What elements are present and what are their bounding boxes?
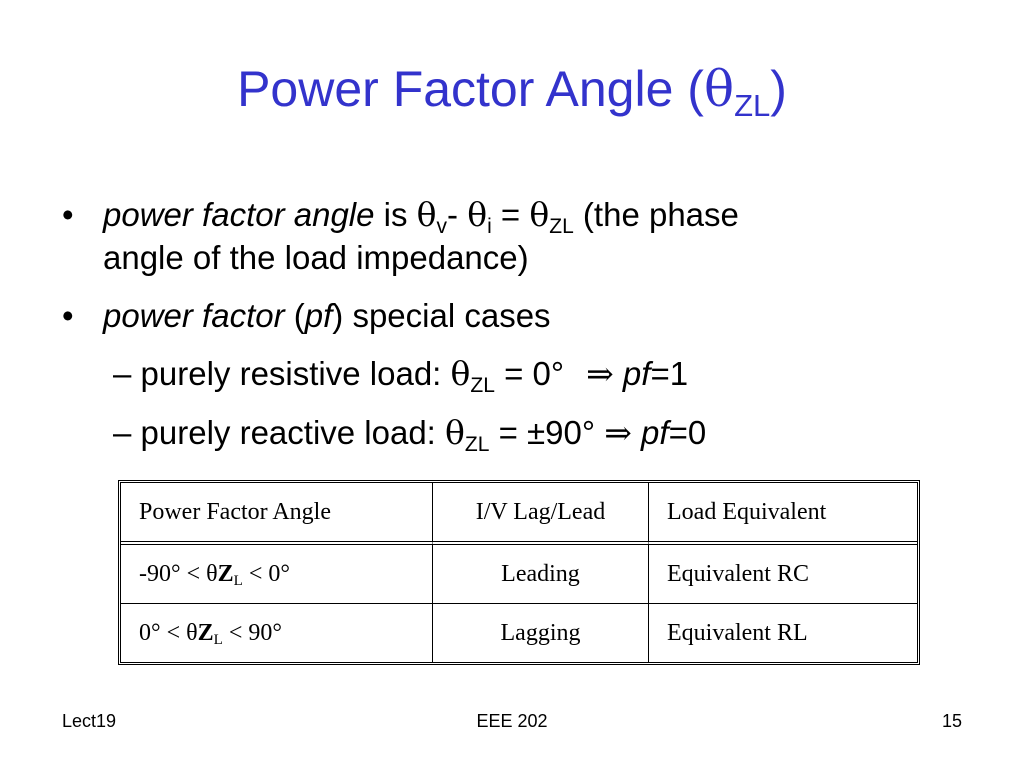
title-subscript: ZL xyxy=(734,88,771,123)
header-cell: I/V Lag/Lead xyxy=(433,483,649,545)
equivalent-cell: Equivalent RC xyxy=(649,545,917,604)
footer-left: Lect19 xyxy=(62,711,117,731)
laglead-cell: Leading xyxy=(433,545,649,604)
bullet-2-line: power factor (pf) special cases xyxy=(103,296,551,336)
text-is: is xyxy=(374,196,417,233)
angle-range-text: -90° < θ xyxy=(139,560,218,587)
minus-sign: - xyxy=(447,196,468,233)
angle-value: = 0° xyxy=(494,355,565,392)
bullet-2-tail: ) special cases xyxy=(332,297,551,334)
dash-icon: – xyxy=(113,414,132,451)
theta-symbol: θ xyxy=(703,60,735,118)
bullet-icon: • xyxy=(62,196,74,233)
subbullet-1-text: purely resistive load: xyxy=(140,355,451,392)
bullet-icon: • xyxy=(62,297,74,334)
subscript-v: v xyxy=(436,215,448,238)
slide-title: Power Factor Angle (θZL) xyxy=(0,58,1024,123)
header-cell: Load Equivalent xyxy=(649,483,917,545)
angle-range-text: < 90° xyxy=(222,619,282,646)
term-power-factor: power factor xyxy=(103,297,285,334)
subbullet-1: – purely resistive load: θZL = 0° ⇒ pf=1 xyxy=(113,354,689,397)
subscript-i: i xyxy=(487,215,492,238)
term-pf: pf xyxy=(304,297,333,334)
title-close-paren: ) xyxy=(770,61,787,117)
subbullet-2-text: purely reactive load: xyxy=(140,414,446,451)
subscript-zl: ZL xyxy=(549,215,574,238)
term-power-factor-angle: power factor angle xyxy=(103,196,375,233)
theta-i-symbol: θ xyxy=(467,195,488,234)
subscript-zl: ZL xyxy=(464,433,490,456)
open-paren: ( xyxy=(284,297,305,334)
implies-arrow-icon: ⇒ xyxy=(604,413,632,452)
power-factor-table-wrapper: Power Factor Angle I/V Lag/Lead Load Equ… xyxy=(118,480,920,665)
power-factor-table: Power Factor Angle I/V Lag/Lead Load Equ… xyxy=(118,480,920,665)
dash-icon: – xyxy=(113,355,132,392)
bullet-1-tail: (the phase xyxy=(573,196,739,233)
subscript-z: Z xyxy=(217,560,234,587)
theta-v-symbol: θ xyxy=(416,195,437,234)
bullet-1-line-2: angle of the load impedance) xyxy=(103,239,529,276)
bullet-1-line-1: power factor angle is θv- θi = θZL (the … xyxy=(103,195,739,238)
table-row: 0° < θZL < 90° Lagging Equivalent RL xyxy=(121,604,917,662)
table-row: -90° < θZL < 0° Leading Equivalent RC xyxy=(121,545,917,604)
laglead-cell: Lagging xyxy=(433,604,649,662)
theta-symbol: θ xyxy=(450,354,471,393)
slide-number: 15 xyxy=(941,711,962,731)
subscript-zl: ZL xyxy=(470,374,495,397)
angle-range-cell: -90° < θZL < 0° xyxy=(121,545,433,604)
footer-center: EEE 202 xyxy=(476,711,548,731)
subscript-l: L xyxy=(213,631,223,648)
equivalent-cell: Equivalent RL xyxy=(667,619,808,646)
theta-symbol: θ xyxy=(445,413,465,452)
implies-arrow-icon: ⇒ xyxy=(586,354,614,393)
table-header-row: Power Factor Angle I/V Lag/Lead Load Equ… xyxy=(121,483,917,545)
theta-zl-symbol: θ xyxy=(529,195,550,234)
angle-value: = ±90° xyxy=(489,414,596,451)
title-text: Power Factor Angle ( xyxy=(237,61,704,117)
angle-range-cell: 0° < θZL < 90° xyxy=(121,604,433,662)
term-pf: pf xyxy=(622,355,651,392)
pf-value: =1 xyxy=(650,355,689,392)
term-pf: pf xyxy=(641,414,669,451)
subscript-z: Z xyxy=(197,619,214,646)
angle-range-text: < 0° xyxy=(242,560,290,587)
angle-range-text: 0° < θ xyxy=(139,619,198,646)
subbullet-2: – purely reactive load: θZL = ±90° ⇒ pf=… xyxy=(113,413,707,456)
equals-sign: = xyxy=(491,196,530,233)
header-cell: Power Factor Angle xyxy=(121,483,433,545)
subscript-l: L xyxy=(233,572,243,589)
pf-value: =0 xyxy=(668,414,707,451)
